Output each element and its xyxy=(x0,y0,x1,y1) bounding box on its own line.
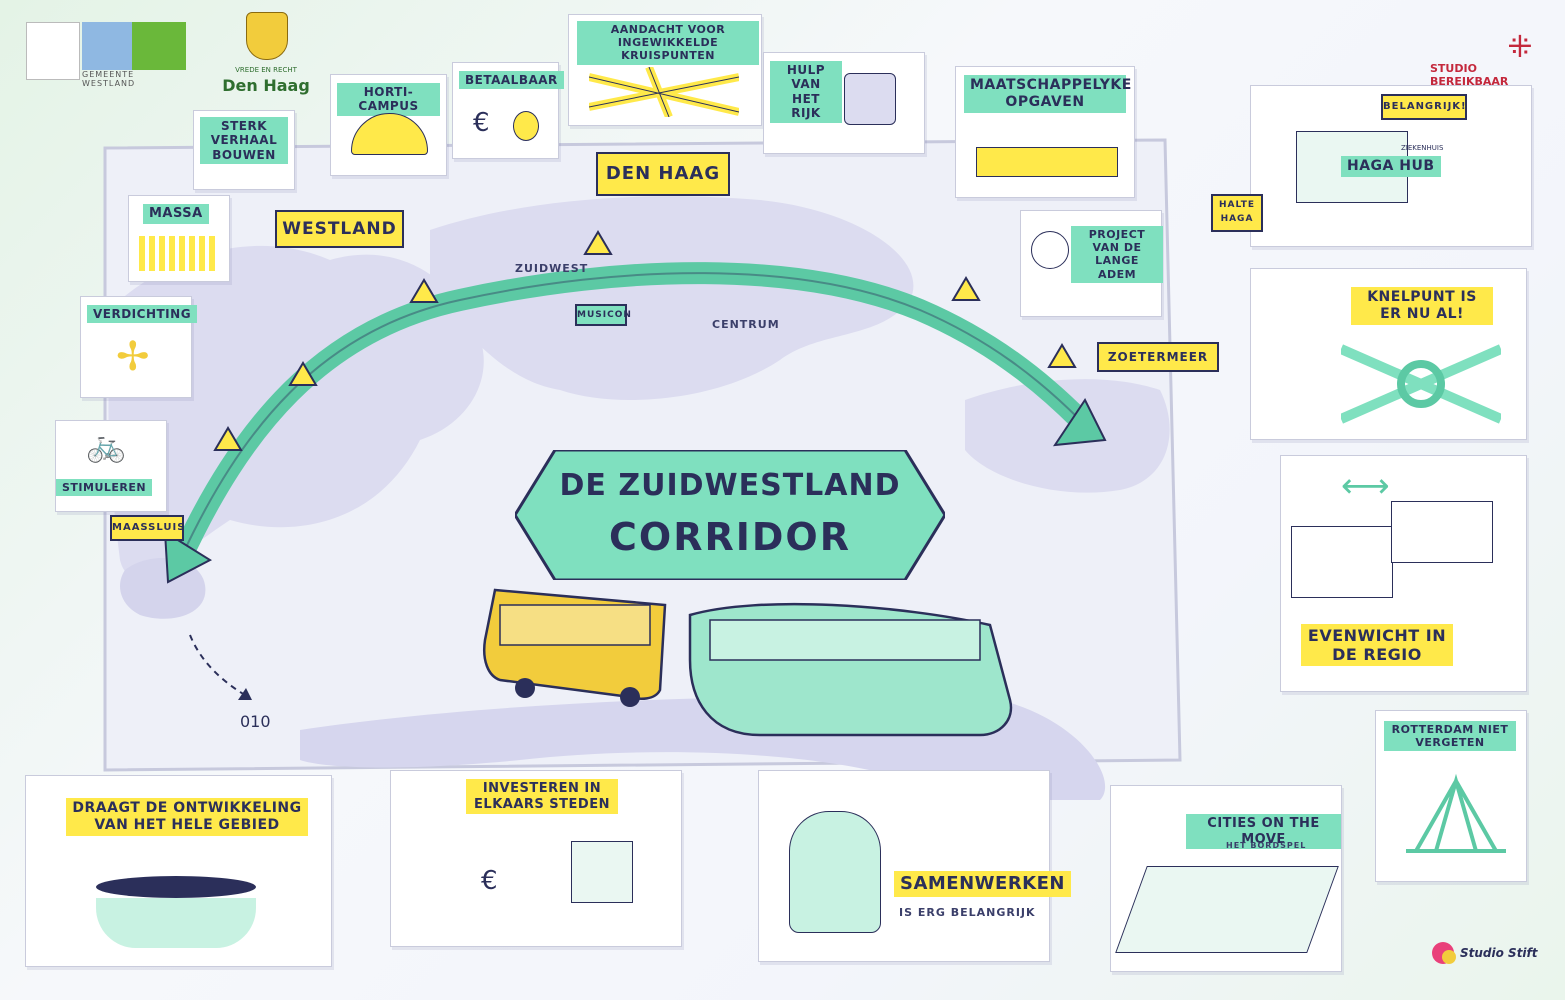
card-verdichting: VERDICHTING ✢ xyxy=(80,296,198,398)
card-investeren: INVESTEREN IN ELKAARS STEDEN € xyxy=(390,770,682,947)
board-game-icon xyxy=(1115,866,1339,953)
money-bag-icon: € xyxy=(481,866,498,896)
studio-stift-text: Studio Stift xyxy=(1460,946,1538,960)
westland-blue-block xyxy=(82,22,132,70)
platform-disc-icon xyxy=(96,876,256,898)
erasmus-bridge-icon xyxy=(1406,773,1506,853)
card-hulp-van-het-rijk: HULP VAN HET RIJK xyxy=(763,52,925,154)
studio-bereikbaar-logo: ⁜ STUDIO BEREIKBAAR xyxy=(1430,20,1550,88)
euro-bag-icon: € xyxy=(473,108,490,138)
label-010: 010 xyxy=(240,712,271,731)
city-blocks-left-icon xyxy=(1291,526,1393,598)
sign-den-haag: DEN HAAG xyxy=(596,152,730,196)
bereikbaar-mark-icon: ⁜ xyxy=(1507,30,1533,65)
knot-icon xyxy=(1341,344,1501,424)
westland-logo: GEMEENTE WESTLAND xyxy=(26,22,186,88)
label-centrum: CENTRUM xyxy=(712,318,780,331)
sign-zoetermeer: ZOETERMEER xyxy=(1097,342,1219,372)
curved-arrow-icon: ⟷ xyxy=(1341,466,1390,506)
label-draagt: DRAAGT DE ONTWIKKELING VAN HET HELE GEBI… xyxy=(66,798,308,836)
sign-musicon: MUSICON xyxy=(575,304,631,326)
converge-arrows-icon: ✢ xyxy=(116,334,150,380)
label-hulp: HULP VAN HET RIJK xyxy=(770,61,842,123)
label-verdichting: VERDICHTING xyxy=(87,305,198,324)
card-stimuleren: 🚲 STIMULEREN xyxy=(55,420,167,512)
title-line2: CORRIDOR xyxy=(609,515,851,559)
westland-logo-text: GEMEENTE WESTLAND xyxy=(82,70,136,88)
label-lange-adem: PROJECT VAN DE LANGE ADEM xyxy=(1071,226,1163,283)
card-massa: MASSA xyxy=(128,195,230,282)
sign-halte-haga: HALTE HAGA xyxy=(1211,194,1263,232)
label-maatschappelijke: MAATSCHAPPELYKE OPGAVEN xyxy=(964,75,1131,113)
card-haga-hub: BELANGRIJK! HAGA HUB ZIEKENHUIS HALTE HA… xyxy=(1211,85,1532,247)
crowd-icon xyxy=(139,236,219,271)
arrowhead-east xyxy=(1052,398,1107,447)
card-aandacht-kruispunten: AANDACHT VOOR INGEWIKKELDE KRUISPUNTEN xyxy=(568,14,762,126)
coin-bag-icon xyxy=(513,111,539,141)
westland-crest-icon xyxy=(26,22,80,80)
label-evenwicht: EVENWICHT IN DE REGIO xyxy=(1301,624,1453,667)
label-haga-small: ZIEKENHUIS xyxy=(1401,144,1444,152)
label-rotterdam: ROTTERDAM NIET VERGETEN xyxy=(1384,721,1516,752)
den-haag-logo-text: Den Haag xyxy=(222,76,310,95)
city-character-icon xyxy=(571,841,633,903)
label-horti-campus: HORTI-CAMPUS xyxy=(337,83,440,116)
label-sterk-verhaal: STERK VERHAAL BOUWEN xyxy=(200,117,288,165)
card-evenwicht: ⟷ EVENWICHT IN DE REGIO xyxy=(1280,455,1527,692)
community-icon xyxy=(976,147,1118,177)
label-haga-hub: HAGA HUB xyxy=(1341,156,1441,177)
card-lange-adem: PROJECT VAN DE LANGE ADEM xyxy=(1020,210,1163,317)
label-massa: MASSA xyxy=(143,204,209,224)
card-samenwerken: SAMENWERKEN IS ERG BELANGRIJK xyxy=(758,770,1071,962)
label-betaalbaar: BETAALBAAR xyxy=(459,71,564,90)
label-knelpunt: KNELPUNT IS ER NU AL! xyxy=(1351,287,1493,325)
den-haag-motto: VREDE EN RECHT xyxy=(235,66,297,74)
sign-westland: WESTLAND xyxy=(275,210,404,248)
intersection-icon xyxy=(589,67,739,117)
den-haag-crest-icon xyxy=(246,12,288,60)
city-blocks-right-icon xyxy=(1391,501,1493,563)
warning-icon xyxy=(213,230,1077,451)
corridor-arrow xyxy=(169,262,1091,571)
studio-bereikbaar-text: STUDIO BEREIKBAAR xyxy=(1430,62,1509,88)
card-knelpunt: KNELPUNT IS ER NU AL! xyxy=(1250,268,1527,440)
den-haag-land xyxy=(430,196,914,400)
greenhouse-dome-icon xyxy=(351,113,428,155)
face-icon xyxy=(1031,231,1069,269)
helping-hand-icon xyxy=(844,73,896,125)
sign-belangrijk: BELANGRIJK! xyxy=(1381,94,1467,120)
raised-hands-icon xyxy=(789,811,881,933)
card-horti-campus: HORTI-CAMPUS xyxy=(330,74,447,176)
label-zuidwest: ZUIDWEST xyxy=(515,262,589,275)
den-haag-logo: VREDE EN RECHT Den Haag xyxy=(218,10,314,96)
westland-green-block xyxy=(132,22,186,70)
title-banner xyxy=(515,450,945,580)
card-betaalbaar: BETAALBAAR € xyxy=(452,62,564,159)
label-stimuleren: STIMULEREN xyxy=(56,479,153,497)
label-samenwerken: SAMENWERKEN xyxy=(894,871,1071,897)
supporting-hands-icon xyxy=(96,898,256,948)
label-cities: CITIES ON THE MOVE xyxy=(1186,814,1341,850)
studio-stift-logo: Studio Stift xyxy=(1432,940,1542,970)
label-aandacht: AANDACHT VOOR INGEWIKKELDE KRUISPUNTEN xyxy=(577,21,759,65)
arrowhead-west xyxy=(163,530,213,584)
card-cities-on-the-move: CITIES ON THE MOVE HET BORDSPEL xyxy=(1110,785,1342,972)
card-sterk-verhaal: STERK VERHAAL BOUWEN xyxy=(193,110,295,190)
card-rotterdam: ROTTERDAM NIET VERGETEN xyxy=(1375,710,1527,882)
title-line1: DE ZUIDWESTLAND xyxy=(559,468,901,503)
card-draagt: DRAAGT DE ONTWIKKELING VAN HET HELE GEBI… xyxy=(25,775,332,967)
label-investeren: INVESTEREN IN ELKAARS STEDEN xyxy=(466,779,618,815)
label-samenwerken-sub: IS ERG BELANGRIJK xyxy=(899,906,1036,919)
label-cities-sub: HET BORDSPEL xyxy=(1226,841,1307,850)
card-maatschappelijke-opgaven: MAATSCHAPPELYKE OPGAVEN xyxy=(955,66,1135,198)
bicycle-icon: 🚲 xyxy=(86,426,126,464)
sign-maassluis: MAASSLUIS xyxy=(110,515,184,541)
